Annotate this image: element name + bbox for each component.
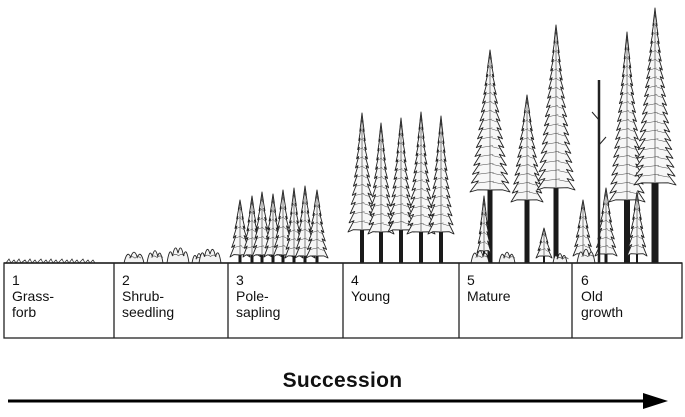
shrub [576,248,596,264]
conifer-tree [469,49,511,263]
conifer-tree [633,7,677,263]
stage-1-name-line2: forb [12,304,37,320]
stage-6-number: 6 [581,272,589,288]
conifer-tree [476,195,492,263]
stage-1-number: 1 [12,272,20,288]
tree-illustrations [229,7,677,263]
stage-5-label: 5 Mature [467,272,511,304]
shrub [123,251,145,264]
conifer-tree [406,111,436,263]
conifer-tree [536,24,576,263]
stage-4-number: 4 [351,272,359,288]
stage-2-name-line2: seedling [122,304,175,320]
stage-4-label: 4 Young [351,272,390,304]
stage-4-name-line1: Young [351,288,391,304]
succession-arrow-head [643,393,668,409]
stage-6-label: 6 Old growth [581,272,623,320]
shrub [198,249,222,264]
conifer-tree [608,31,646,263]
conifer-tree [251,191,273,263]
conifer-tree [229,199,251,263]
succession-label: Succession [282,369,403,392]
conifer-tree [305,189,329,263]
stage-3-name-line2: sapling [236,304,281,320]
stage-3-number: 3 [236,272,244,288]
shrub [146,250,164,264]
dead-snag-tree [591,80,607,263]
stage-3-label: 3 Pole- sapling [236,272,280,320]
conifer-tree [535,227,553,263]
shrub [498,251,516,264]
stage-1-label: 1 Grass- forb [12,272,54,320]
conifer-tree [367,122,395,263]
stage-1-name-line1: Grass- [12,288,54,304]
stage-6-name-line2: growth [581,304,624,320]
shrub [470,250,490,264]
stage-5-name-line1: Mature [467,288,511,304]
shrub-illustrations [123,247,596,264]
stage-6-name-line1: Old [581,288,603,304]
conifer-tree [626,191,648,263]
shrub [166,247,190,264]
stage-2-name-line1: Shrub- [122,288,165,304]
conifer-tree [347,112,377,263]
stage-5-number: 5 [467,272,475,288]
shrub [552,253,569,264]
conifer-tree [594,187,618,263]
grass-texture [5,258,96,264]
stage-2-label: 2 Shrub- seedling [122,272,174,320]
conifer-tree [510,94,544,263]
stage-2-number: 2 [122,272,130,288]
conifer-tree [387,117,415,263]
stage-3-name-line1: Pole- [236,288,269,304]
conifer-tree [427,115,455,263]
conifer-tree [284,187,304,263]
